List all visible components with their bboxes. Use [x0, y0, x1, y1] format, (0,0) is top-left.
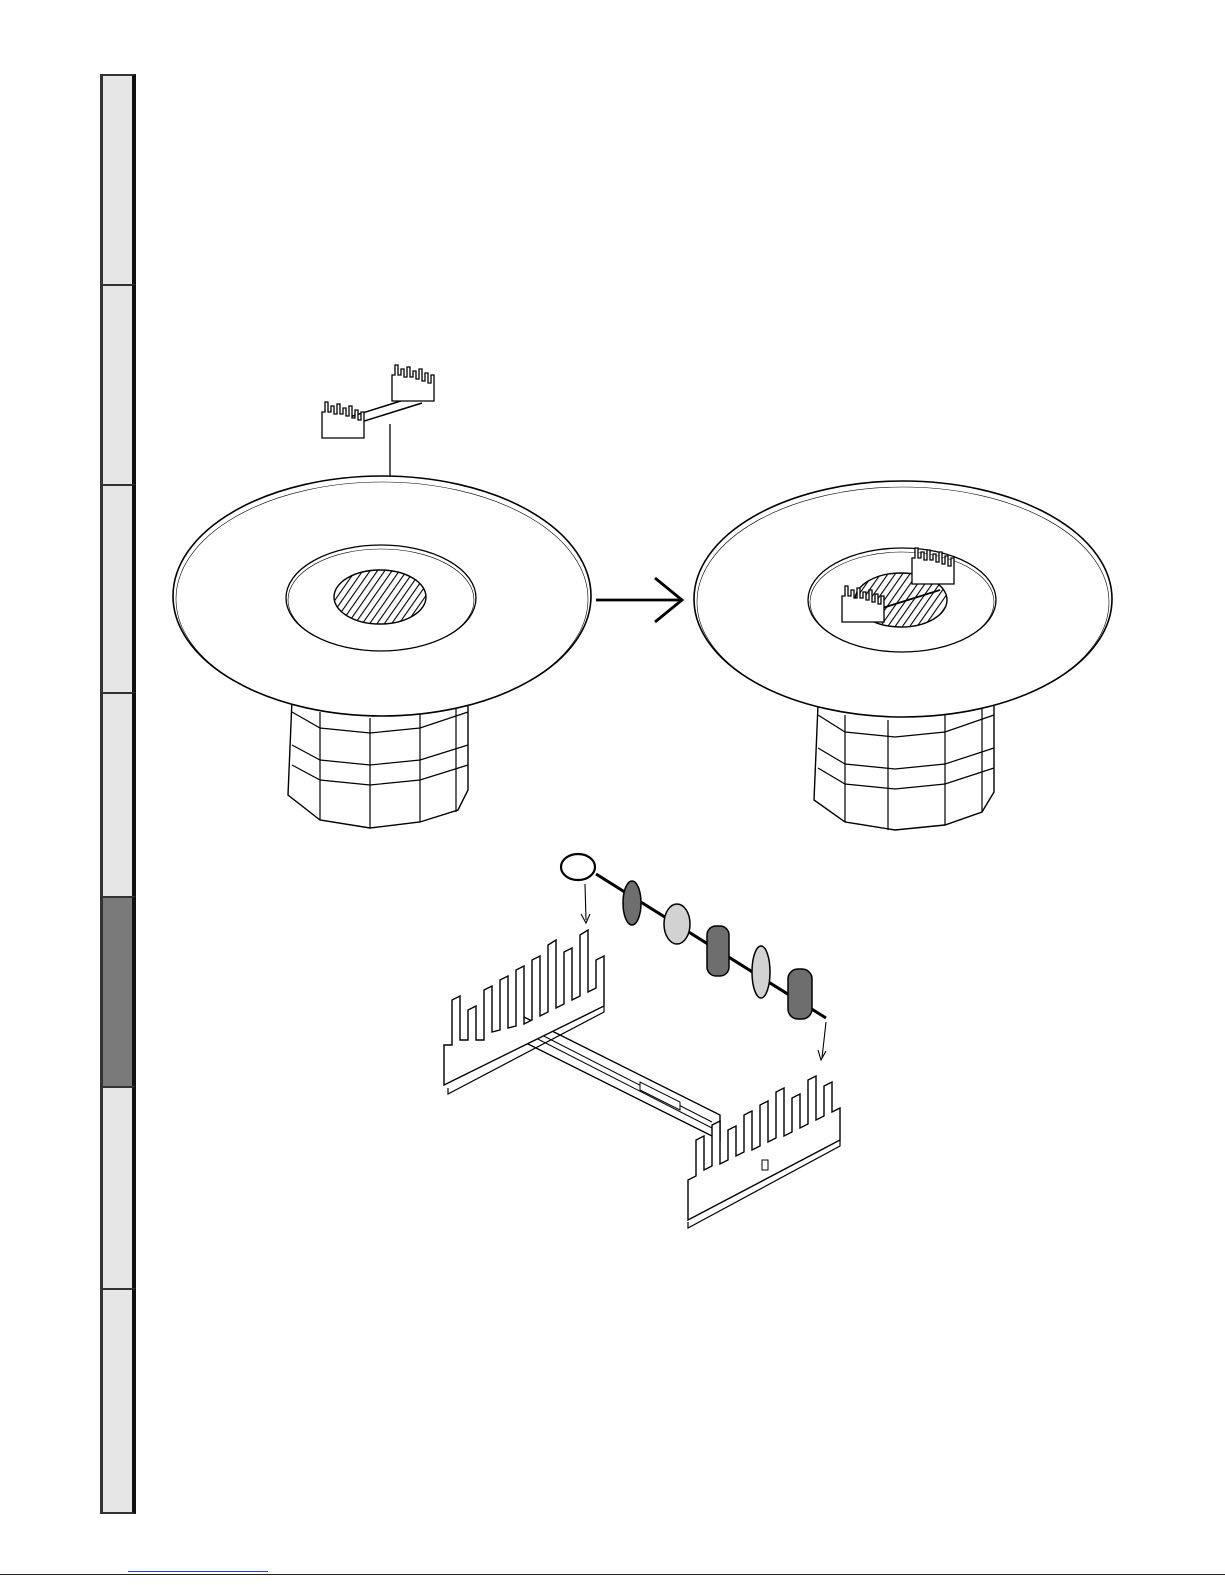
- footer-rule: [0, 1574, 1225, 1575]
- grill-support-rack-icon: [322, 365, 434, 438]
- right-arrow-icon: [596, 578, 682, 622]
- rack-assembly-icon: [444, 930, 840, 1228]
- footer-link-underline[interactable]: [128, 1570, 268, 1572]
- fire-table-with-rack-icon: [694, 481, 1112, 830]
- fire-table-icon: [173, 476, 591, 828]
